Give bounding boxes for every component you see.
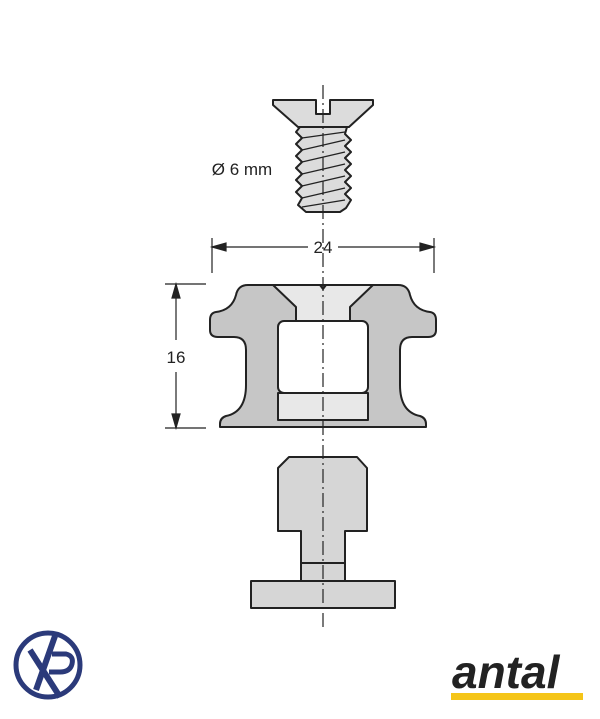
xp-logo [13,630,83,700]
height-dimension-label: 16 [167,348,186,367]
antal-wordmark: antal [452,646,561,698]
antal-underline [451,693,583,700]
thread-diameter-label: Ø 6 mm [212,160,272,179]
height-dimension [165,281,206,431]
antal-logo: antal [451,646,583,700]
width-dimension [209,238,437,273]
